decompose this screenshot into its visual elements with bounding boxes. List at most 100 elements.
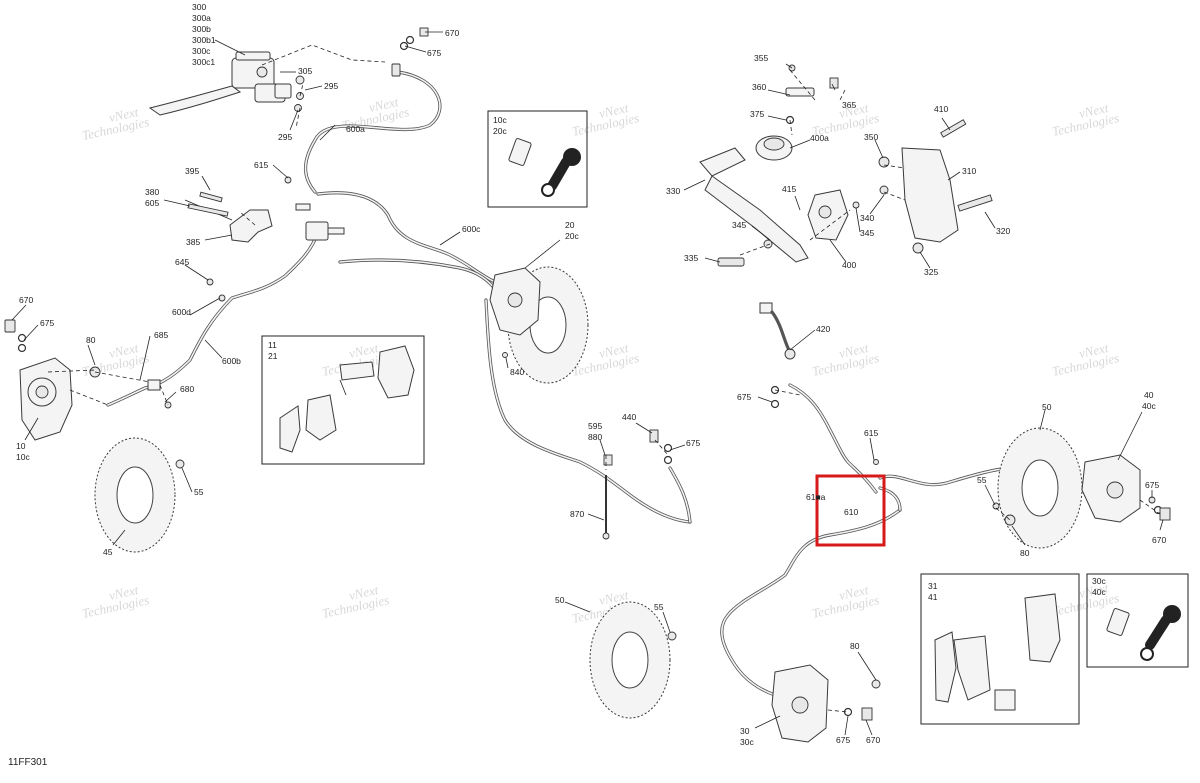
callout-305: 305 xyxy=(298,66,312,76)
callout-300a: 300a xyxy=(192,13,211,23)
watermark-line-1: vNext xyxy=(838,340,870,361)
watermark: vNext Technologies xyxy=(1051,100,1121,139)
watermark-line-1: vNext xyxy=(348,340,380,361)
callout-675: 675 xyxy=(686,438,700,448)
callout-40c-kit: 40c xyxy=(1092,587,1106,597)
callout-41: 41 xyxy=(928,592,938,602)
callout-300b: 300b xyxy=(192,24,211,34)
callout-40: 40 xyxy=(1144,390,1154,400)
diagram-code: 11FF301 xyxy=(8,757,48,768)
callout-340: 340 xyxy=(860,213,874,223)
callout-330: 330 xyxy=(666,186,680,196)
callout-300c: 300c xyxy=(192,46,211,56)
rear-pedal-bracket xyxy=(852,119,993,254)
front-master-cylinder xyxy=(148,51,292,116)
watermark-line-1: vNext xyxy=(1078,340,1110,361)
callout-345: 345 xyxy=(860,228,874,238)
highlight-box xyxy=(815,474,886,547)
watermark: vNext Technologies xyxy=(321,582,391,621)
callout-410: 410 xyxy=(934,104,948,114)
callout-45: 45 xyxy=(103,547,113,557)
callout-300: 300 xyxy=(192,2,206,12)
watermark: vNext Technologies xyxy=(811,340,881,379)
callout-595: 595 xyxy=(588,421,602,431)
rear-pads-kit xyxy=(920,573,1080,725)
callout-11: 11 xyxy=(268,340,277,350)
watermark-line-1: vNext xyxy=(598,340,630,361)
callout-320: 320 xyxy=(996,226,1010,236)
watermark-line-1: vNext xyxy=(108,104,140,125)
bleeder-kit-front xyxy=(487,110,588,208)
callout-670: 670 xyxy=(445,28,459,38)
callout-400a: 400a xyxy=(810,133,829,143)
callout-645: 645 xyxy=(175,257,189,267)
callout-80: 80 xyxy=(850,641,860,651)
callout-600a: 600a xyxy=(346,124,365,134)
callout-350: 350 xyxy=(864,132,878,142)
guide-lines xyxy=(47,44,1161,713)
watermark-line-1: vNext xyxy=(368,94,400,115)
brake-hoses xyxy=(106,70,1077,697)
callout-80: 80 xyxy=(1020,548,1030,558)
callout-295: 295 xyxy=(278,132,292,142)
callout-385: 385 xyxy=(186,237,200,247)
callout-365: 365 xyxy=(842,100,856,110)
callout-300c1: 300c1 xyxy=(192,57,215,67)
watermark: vNext Technologies xyxy=(1051,340,1121,379)
rear-left-brake-disc xyxy=(589,601,677,719)
callout-670: 670 xyxy=(19,295,33,305)
front-right-caliper xyxy=(489,267,541,358)
callout-55: 55 xyxy=(654,602,664,612)
callout-325: 325 xyxy=(924,267,938,277)
callout-20: 20 xyxy=(565,220,575,230)
callout-685: 685 xyxy=(154,330,168,340)
watermark-line-1: vNext xyxy=(108,340,140,361)
callout-415: 415 xyxy=(782,184,796,194)
watermark-line-1: vNext xyxy=(348,582,380,603)
callout-80: 80 xyxy=(86,335,96,345)
watermark: vNext Technologies xyxy=(811,582,881,621)
callout-675: 675 xyxy=(737,392,751,402)
callout-615: 615 xyxy=(254,160,268,170)
callout-670: 670 xyxy=(866,735,880,745)
watermark: vNext Technologies xyxy=(1051,580,1121,619)
watermark-line-1: vNext xyxy=(598,100,630,121)
callout-605: 605 xyxy=(145,198,159,208)
callout-10c-kit: 10c xyxy=(493,115,507,125)
callout-labels: 300 300a 300b 300b1 300c 300c1 670 675 3… xyxy=(16,2,1166,747)
callout-21: 21 xyxy=(268,351,278,361)
watermark-line-1: vNext xyxy=(108,582,140,603)
callout-295: 295 xyxy=(324,81,338,91)
callout-675: 675 xyxy=(1145,480,1159,490)
fittings-mid xyxy=(187,176,879,540)
watermark-line-1: vNext xyxy=(1078,580,1110,601)
watermark: vNext Technologies xyxy=(571,100,641,139)
callout-880: 880 xyxy=(588,432,602,442)
callout-10: 10 xyxy=(16,441,26,451)
callout-400: 400 xyxy=(842,260,856,270)
callout-310: 310 xyxy=(962,166,976,176)
fittings-left xyxy=(4,319,172,409)
callout-55: 55 xyxy=(194,487,204,497)
callout-420: 420 xyxy=(816,324,830,334)
callout-675: 675 xyxy=(427,48,441,58)
callout-870: 870 xyxy=(570,509,584,519)
callout-675: 675 xyxy=(836,735,850,745)
callout-610: 610 xyxy=(844,507,858,517)
banjo-fitting-420 xyxy=(759,302,796,409)
callout-615: 615 xyxy=(864,428,878,438)
front-left-brake-disc xyxy=(94,437,185,553)
callout-345: 345 xyxy=(732,220,746,230)
watermark: vNext Technologies xyxy=(81,104,151,143)
callout-600d: 600d xyxy=(172,307,191,317)
callout-50: 50 xyxy=(555,595,565,605)
front-left-caliper xyxy=(19,357,73,441)
callout-600b: 600b xyxy=(222,356,241,366)
callout-600c: 600c xyxy=(462,224,481,234)
callout-440: 440 xyxy=(622,412,636,422)
callout-40c: 40c xyxy=(1142,401,1156,411)
callout-355: 355 xyxy=(754,53,768,63)
callout-30c-kit: 30c xyxy=(1092,576,1106,586)
